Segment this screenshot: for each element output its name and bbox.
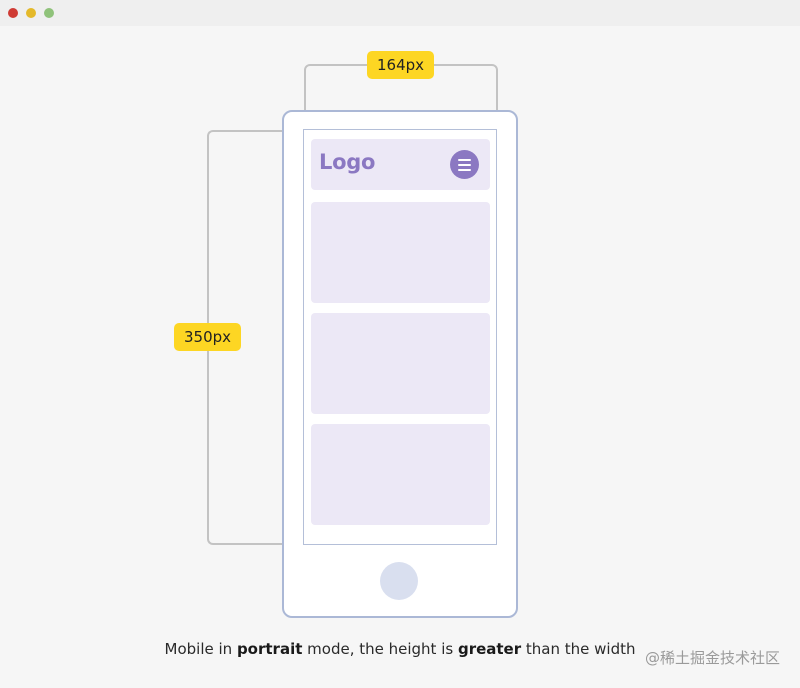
caption-text: mode, the height is (302, 640, 458, 658)
height-label: 350px (174, 323, 241, 351)
caption: Mobile in portrait mode, the height is g… (0, 640, 800, 658)
watermark: @稀土掘金技术社区 (644, 649, 780, 667)
content-card (311, 424, 490, 525)
caption-text: Mobile in (164, 640, 237, 658)
caption-bold-portrait: portrait (236, 640, 303, 658)
content-card (311, 202, 490, 303)
minimize-window-button[interactable] (26, 8, 36, 18)
mobile-header: Logo (311, 139, 490, 190)
maximize-window-button[interactable] (44, 8, 54, 18)
width-label: 164px (367, 51, 434, 79)
close-window-button[interactable] (8, 8, 18, 18)
hamburger-icon[interactable] (450, 150, 479, 179)
window-titlebar (0, 0, 800, 26)
caption-bold-greater: greater (457, 640, 522, 658)
caption-text: than the width (521, 640, 636, 658)
logo: Logo (319, 150, 376, 174)
content-card (311, 313, 490, 414)
home-button[interactable] (380, 562, 418, 600)
